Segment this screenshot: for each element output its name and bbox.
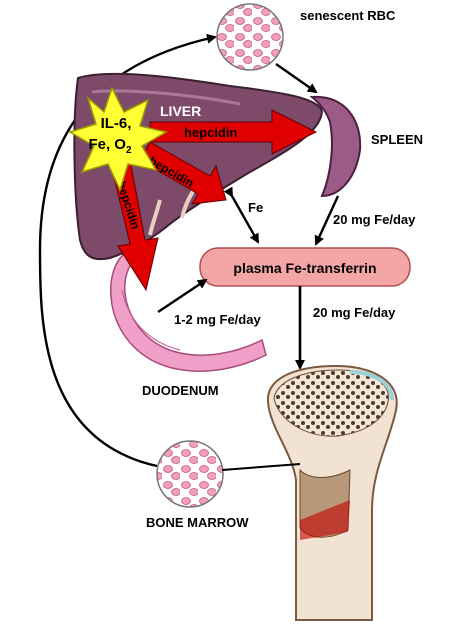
hepcidin-label-spleen: hepcidin: [184, 125, 238, 140]
bone-marrow-label: BONE MARROW: [146, 515, 249, 530]
senescent-rbc-label: senescent RBC: [300, 8, 396, 23]
marrow-to-bone-line: [221, 463, 301, 471]
marrow-flux-label: 20 mg Fe/day: [313, 305, 396, 320]
liver-label: LIVER: [160, 103, 201, 119]
spleen: [309, 95, 362, 198]
duodenum-to-plasma-arrow: [157, 278, 208, 313]
stimulus-text-line1: IL-6,: [101, 115, 132, 132]
stimulus-star: [68, 86, 169, 193]
fe-exchange-arrow: [223, 186, 260, 244]
spleen-flux-label: 20 mg Fe/day: [333, 212, 416, 227]
hepcidin-arrow-to-spleen: [149, 109, 318, 155]
duodenum: [110, 249, 267, 372]
circulation-loop-arrow: [38, 33, 217, 468]
spleen-label: SPLEEN: [371, 132, 423, 147]
senescent-rbc-circle: [216, 3, 284, 71]
bone-marrow-circle: [156, 440, 224, 508]
spleen-to-plasma-arrow: [314, 195, 340, 246]
duodenum-flux-label: 1-2 mg Fe/day: [174, 312, 261, 327]
stimulus-text-line2: Fe, O2: [88, 136, 132, 156]
plasma-box: [199, 247, 411, 287]
fe-label: Fe: [248, 200, 263, 215]
bone: [266, 364, 398, 621]
plasma-label: plasma Fe-transferrin: [233, 260, 376, 276]
hepcidin-arrow-to-duodenum: [109, 159, 159, 292]
rbc-to-spleen-arrow: [275, 63, 318, 94]
duodenum-label: DUODENUM: [142, 383, 219, 398]
